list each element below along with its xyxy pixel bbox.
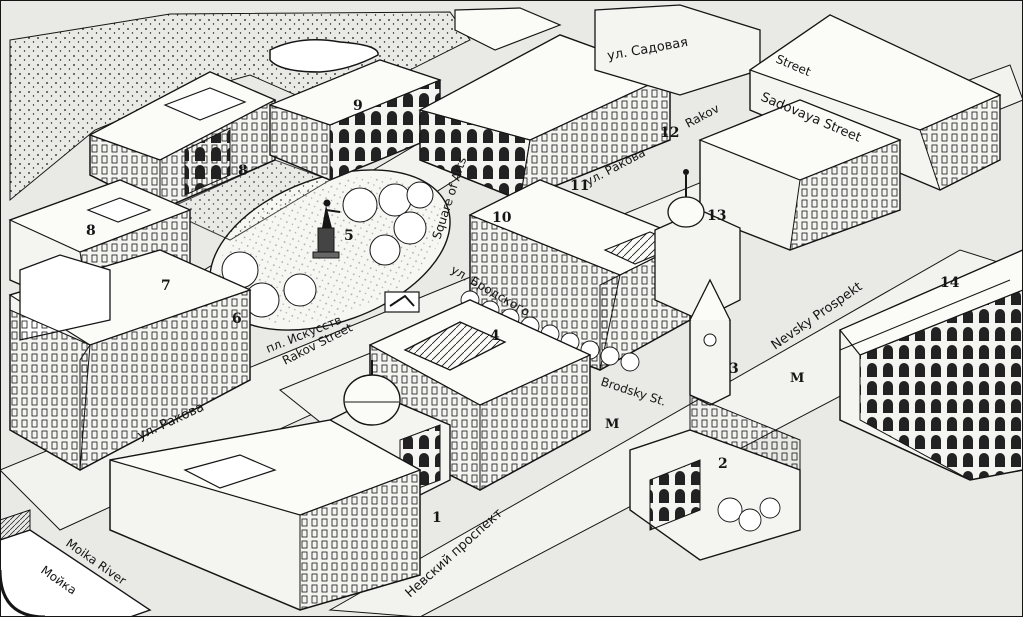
number-14: 14: [940, 275, 960, 291]
number-12: 12: [660, 125, 679, 141]
building-14-gostiny-dvor: [839, 249, 1023, 481]
number-7: 7: [161, 278, 171, 294]
metro-icon: M: [605, 417, 619, 432]
number-13: 13: [707, 208, 726, 224]
building-sadovaya-corner: [454, 4, 761, 96]
number-8-west: 8: [86, 223, 96, 239]
building-2: [629, 429, 801, 561]
building-sadovaya-street: [748, 14, 1002, 191]
number-5: 5: [344, 228, 354, 244]
building-3-duma-tower: [689, 278, 801, 471]
mikhailovsky-garden: [9, 11, 471, 202]
building-rakov-east: [698, 99, 902, 251]
number-6: 6: [232, 311, 242, 327]
garden-pond: [269, 39, 379, 73]
building-9: [268, 59, 442, 181]
number-9: 9: [353, 98, 363, 114]
number-4: 4: [490, 328, 500, 344]
building-6: [8, 249, 252, 471]
number-2: 2: [718, 456, 728, 472]
russian-museum-building: [88, 71, 277, 211]
pushkin-monument-icon: [312, 199, 341, 259]
number-8-east: 8: [238, 163, 248, 179]
building-1: [109, 419, 422, 611]
building-13-church: [654, 169, 741, 321]
number-3: 3: [729, 361, 739, 377]
number-10: 10: [492, 210, 512, 226]
moika-river: [0, 509, 152, 617]
building-4-passage: [368, 299, 592, 491]
hotel-sign-icon: [384, 291, 420, 313]
number-11: 11: [570, 178, 589, 194]
metro-icon: M: [790, 371, 804, 386]
courtyard-trees: [717, 497, 781, 532]
number-1: 1: [432, 510, 442, 526]
